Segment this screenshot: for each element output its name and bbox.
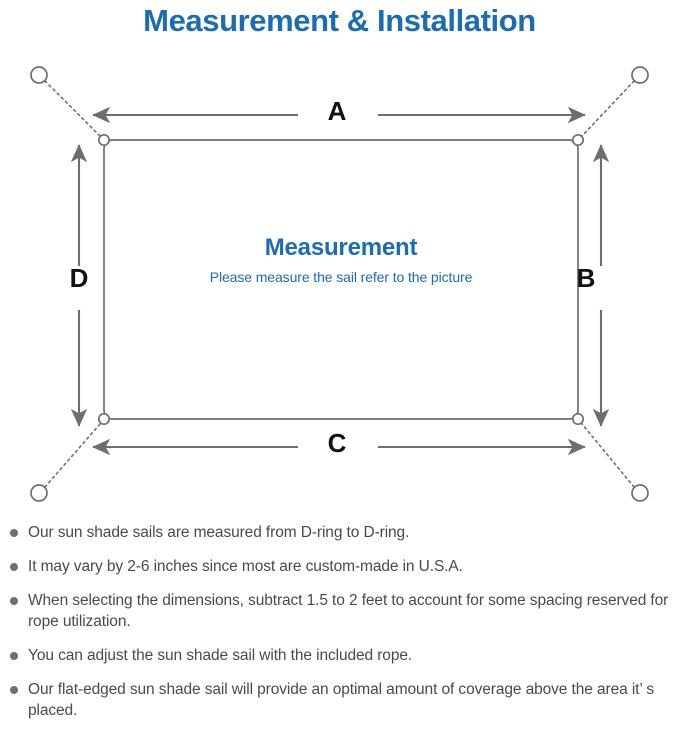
list-item: Our flat-edged sun shade sail will provi… bbox=[0, 679, 679, 721]
note-text: It may vary by 2-6 inches since most are… bbox=[28, 558, 463, 575]
d-rings bbox=[97, 133, 585, 426]
rope-line-bottom-left bbox=[44, 423, 101, 488]
rope-line-bottom-right bbox=[581, 423, 635, 488]
anchor-point-top-right bbox=[631, 66, 649, 84]
bullet-icon bbox=[10, 529, 18, 537]
note-text: When selecting the dimensions, subtract … bbox=[28, 592, 669, 630]
sail-diagram-svg bbox=[30, 66, 649, 502]
d-ring-bottom-left bbox=[97, 412, 111, 426]
anchor-points bbox=[30, 66, 649, 502]
bullet-icon bbox=[10, 563, 18, 571]
notes-list: Our sun shade sails are measured from D-… bbox=[0, 522, 679, 734]
list-item: Our sun shade sails are measured from D-… bbox=[0, 522, 679, 543]
note-text: Our flat-edged sun shade sail will provi… bbox=[28, 681, 654, 719]
rope-lines bbox=[44, 80, 635, 488]
anchor-point-bottom-left bbox=[30, 484, 48, 502]
note-text: Our sun shade sails are measured from D-… bbox=[28, 524, 410, 541]
list-item: You can adjust the sun shade sail with t… bbox=[0, 645, 679, 666]
dimension-label-a: A bbox=[327, 96, 347, 126]
bullet-icon bbox=[10, 652, 18, 660]
bullet-icon bbox=[10, 686, 18, 694]
rope-line-top-left bbox=[44, 80, 101, 137]
anchor-point-top-left bbox=[30, 66, 48, 84]
dimension-label-d: D bbox=[69, 263, 89, 293]
sail-body bbox=[103, 139, 579, 420]
anchor-point-bottom-right bbox=[631, 484, 649, 502]
d-ring-top-left bbox=[97, 133, 111, 147]
list-item: It may vary by 2-6 inches since most are… bbox=[0, 556, 679, 577]
page-title: Measurement & Installation bbox=[143, 3, 536, 38]
d-ring-bottom-right bbox=[571, 412, 585, 426]
note-text: You can adjust the sun shade sail with t… bbox=[28, 647, 413, 664]
rope-line-top-right bbox=[581, 80, 635, 137]
d-ring-top-right bbox=[571, 133, 585, 147]
bullet-icon bbox=[10, 597, 18, 605]
sail-diagram bbox=[0, 48, 679, 518]
dimension-label-c: C bbox=[327, 428, 347, 458]
dimension-label-b: B bbox=[576, 263, 596, 293]
list-item: When selecting the dimensions, subtract … bbox=[0, 590, 679, 632]
